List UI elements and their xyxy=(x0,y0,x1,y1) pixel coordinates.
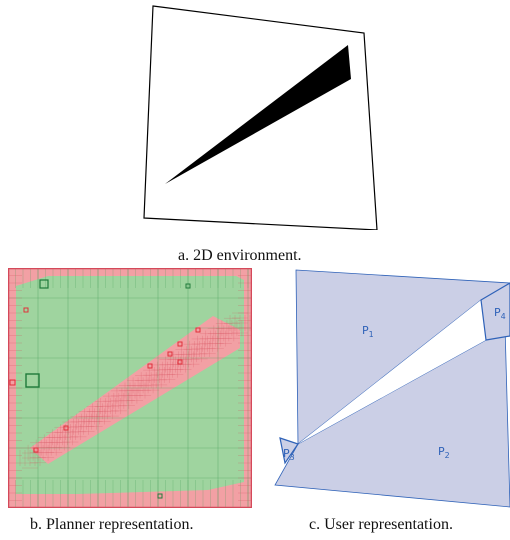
panel-b-planner xyxy=(8,268,252,508)
cell-marker xyxy=(9,379,16,386)
region-p2 xyxy=(274,325,510,508)
cell-marker xyxy=(33,447,39,453)
caption-c: c. User representation. xyxy=(309,516,453,533)
caption-a: a. 2D environment. xyxy=(178,247,302,264)
cell-marker xyxy=(25,373,40,388)
caption-b: b. Planner representation. xyxy=(30,516,194,533)
region-label-p3: P3 xyxy=(283,447,295,462)
cell-marker xyxy=(177,359,183,365)
quadtree-grid xyxy=(8,268,252,508)
cell-markers xyxy=(9,279,201,499)
region-p3 xyxy=(279,437,299,465)
obstacle-gap xyxy=(298,300,486,444)
cell-marker xyxy=(157,493,163,499)
cell-marker xyxy=(23,307,29,313)
region-p4 xyxy=(480,282,510,341)
planner-grid-figure xyxy=(8,268,252,508)
region-label-p1: P1 xyxy=(362,324,374,339)
cell-marker xyxy=(147,363,153,369)
obstacle-wedge xyxy=(165,45,351,184)
region-label-p4: P4 xyxy=(494,306,506,321)
cell-marker xyxy=(185,283,191,289)
panel-a-environment xyxy=(130,0,380,230)
panel-c-user: P1 P2 P3 P4 xyxy=(262,268,510,508)
cell-marker xyxy=(177,341,183,347)
cell-marker xyxy=(195,327,201,333)
cell-marker xyxy=(63,425,69,431)
region-label-p2: P2 xyxy=(438,445,450,460)
cell-marker xyxy=(39,279,49,289)
user-regions-figure: P1 P2 P3 P4 xyxy=(274,269,510,508)
planner-border xyxy=(8,268,252,508)
cell-marker xyxy=(167,351,173,357)
environment-figure xyxy=(143,5,378,230)
